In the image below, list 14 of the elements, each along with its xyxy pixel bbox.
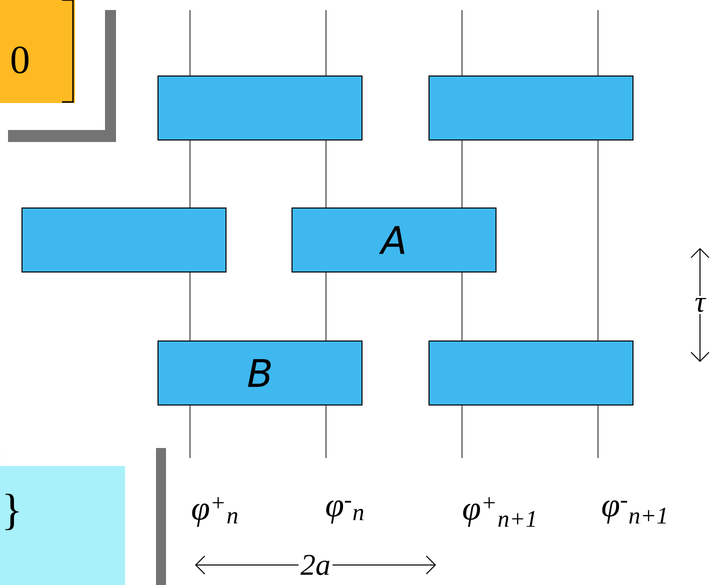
terminal-label: φ$^{+}$$_{n}$ (192, 497, 238, 527)
gate-box (428, 340, 634, 406)
gate-box (158, 76, 362, 140)
terminal-label: φ$^{-}$$_{n}$ (326, 500, 364, 524)
dimension-line: τ (690, 248, 710, 362)
terminal-label: φ$^{-}$n+1 (602, 500, 666, 524)
gate-box (22, 208, 226, 272)
dimension-line: 2a (195, 554, 436, 576)
equation-card: } (0, 440, 166, 585)
gate-box (428, 76, 634, 140)
gate-box: B (158, 340, 362, 406)
gate-box: A (292, 208, 496, 272)
terminal-label: φ$^{+}$n+1 (463, 497, 535, 527)
matrix-card: 0 (0, 0, 116, 142)
